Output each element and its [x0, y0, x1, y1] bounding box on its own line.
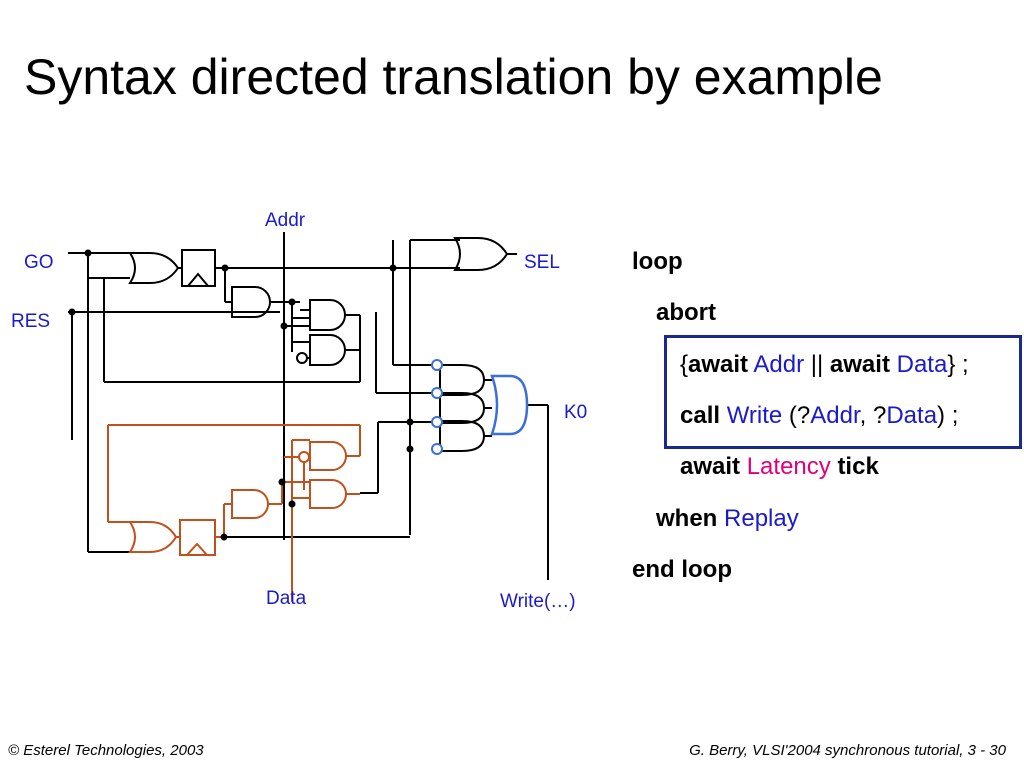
- and-gate-d2: [309, 441, 347, 471]
- and-gate-k3: [439, 420, 486, 452]
- input-bubbles: [431, 359, 443, 455]
- register-top: [181, 249, 216, 287]
- or-gate-sel: [453, 237, 509, 271]
- label-sel: SEL: [524, 252, 560, 273]
- label-addr: Addr: [265, 210, 306, 231]
- code-line-call-write: call Write (?Addr, ?Data) ;: [680, 402, 959, 429]
- and-gate-d3: [309, 479, 347, 509]
- code-line-abort: abort: [656, 299, 716, 326]
- black-circuit: [68, 232, 549, 580]
- label-res: RES: [11, 311, 50, 332]
- slide-title: Syntax directed translation by example: [24, 49, 883, 105]
- footer-citation: G. Berry, VLSI'2004 synchronous tutorial…: [689, 742, 1006, 759]
- or-gate-data: [128, 521, 178, 553]
- label-k0: K0: [564, 402, 587, 423]
- or-gate-k0: [490, 374, 529, 436]
- and-gate-k1: [439, 364, 486, 396]
- and-gate-a3: [309, 334, 346, 366]
- register-data: [179, 519, 216, 556]
- label-data: Data: [266, 588, 307, 609]
- or-gate-top: [128, 252, 180, 284]
- label-go: GO: [24, 252, 54, 273]
- and-gate-d1: [231, 489, 269, 519]
- code-line-when: when Replay: [656, 505, 799, 532]
- footer-copyright: © Esterel Technologies, 2003: [8, 742, 204, 759]
- code-line-loop: loop: [632, 248, 683, 275]
- and-gate-a1: [231, 286, 271, 318]
- highlight-box: [664, 335, 1022, 449]
- code-line-endloop: end loop: [632, 556, 732, 583]
- junction-dots: [68, 249, 414, 541]
- and-gate-k2: [439, 392, 486, 424]
- code-line-await-par: {await Addr || await Data} ;: [680, 351, 969, 378]
- label-write: Write(…): [500, 591, 576, 612]
- data-circuit: [107, 424, 361, 602]
- and-gate-a2: [309, 299, 346, 331]
- code-line-await-latency: await Latency tick: [680, 453, 879, 480]
